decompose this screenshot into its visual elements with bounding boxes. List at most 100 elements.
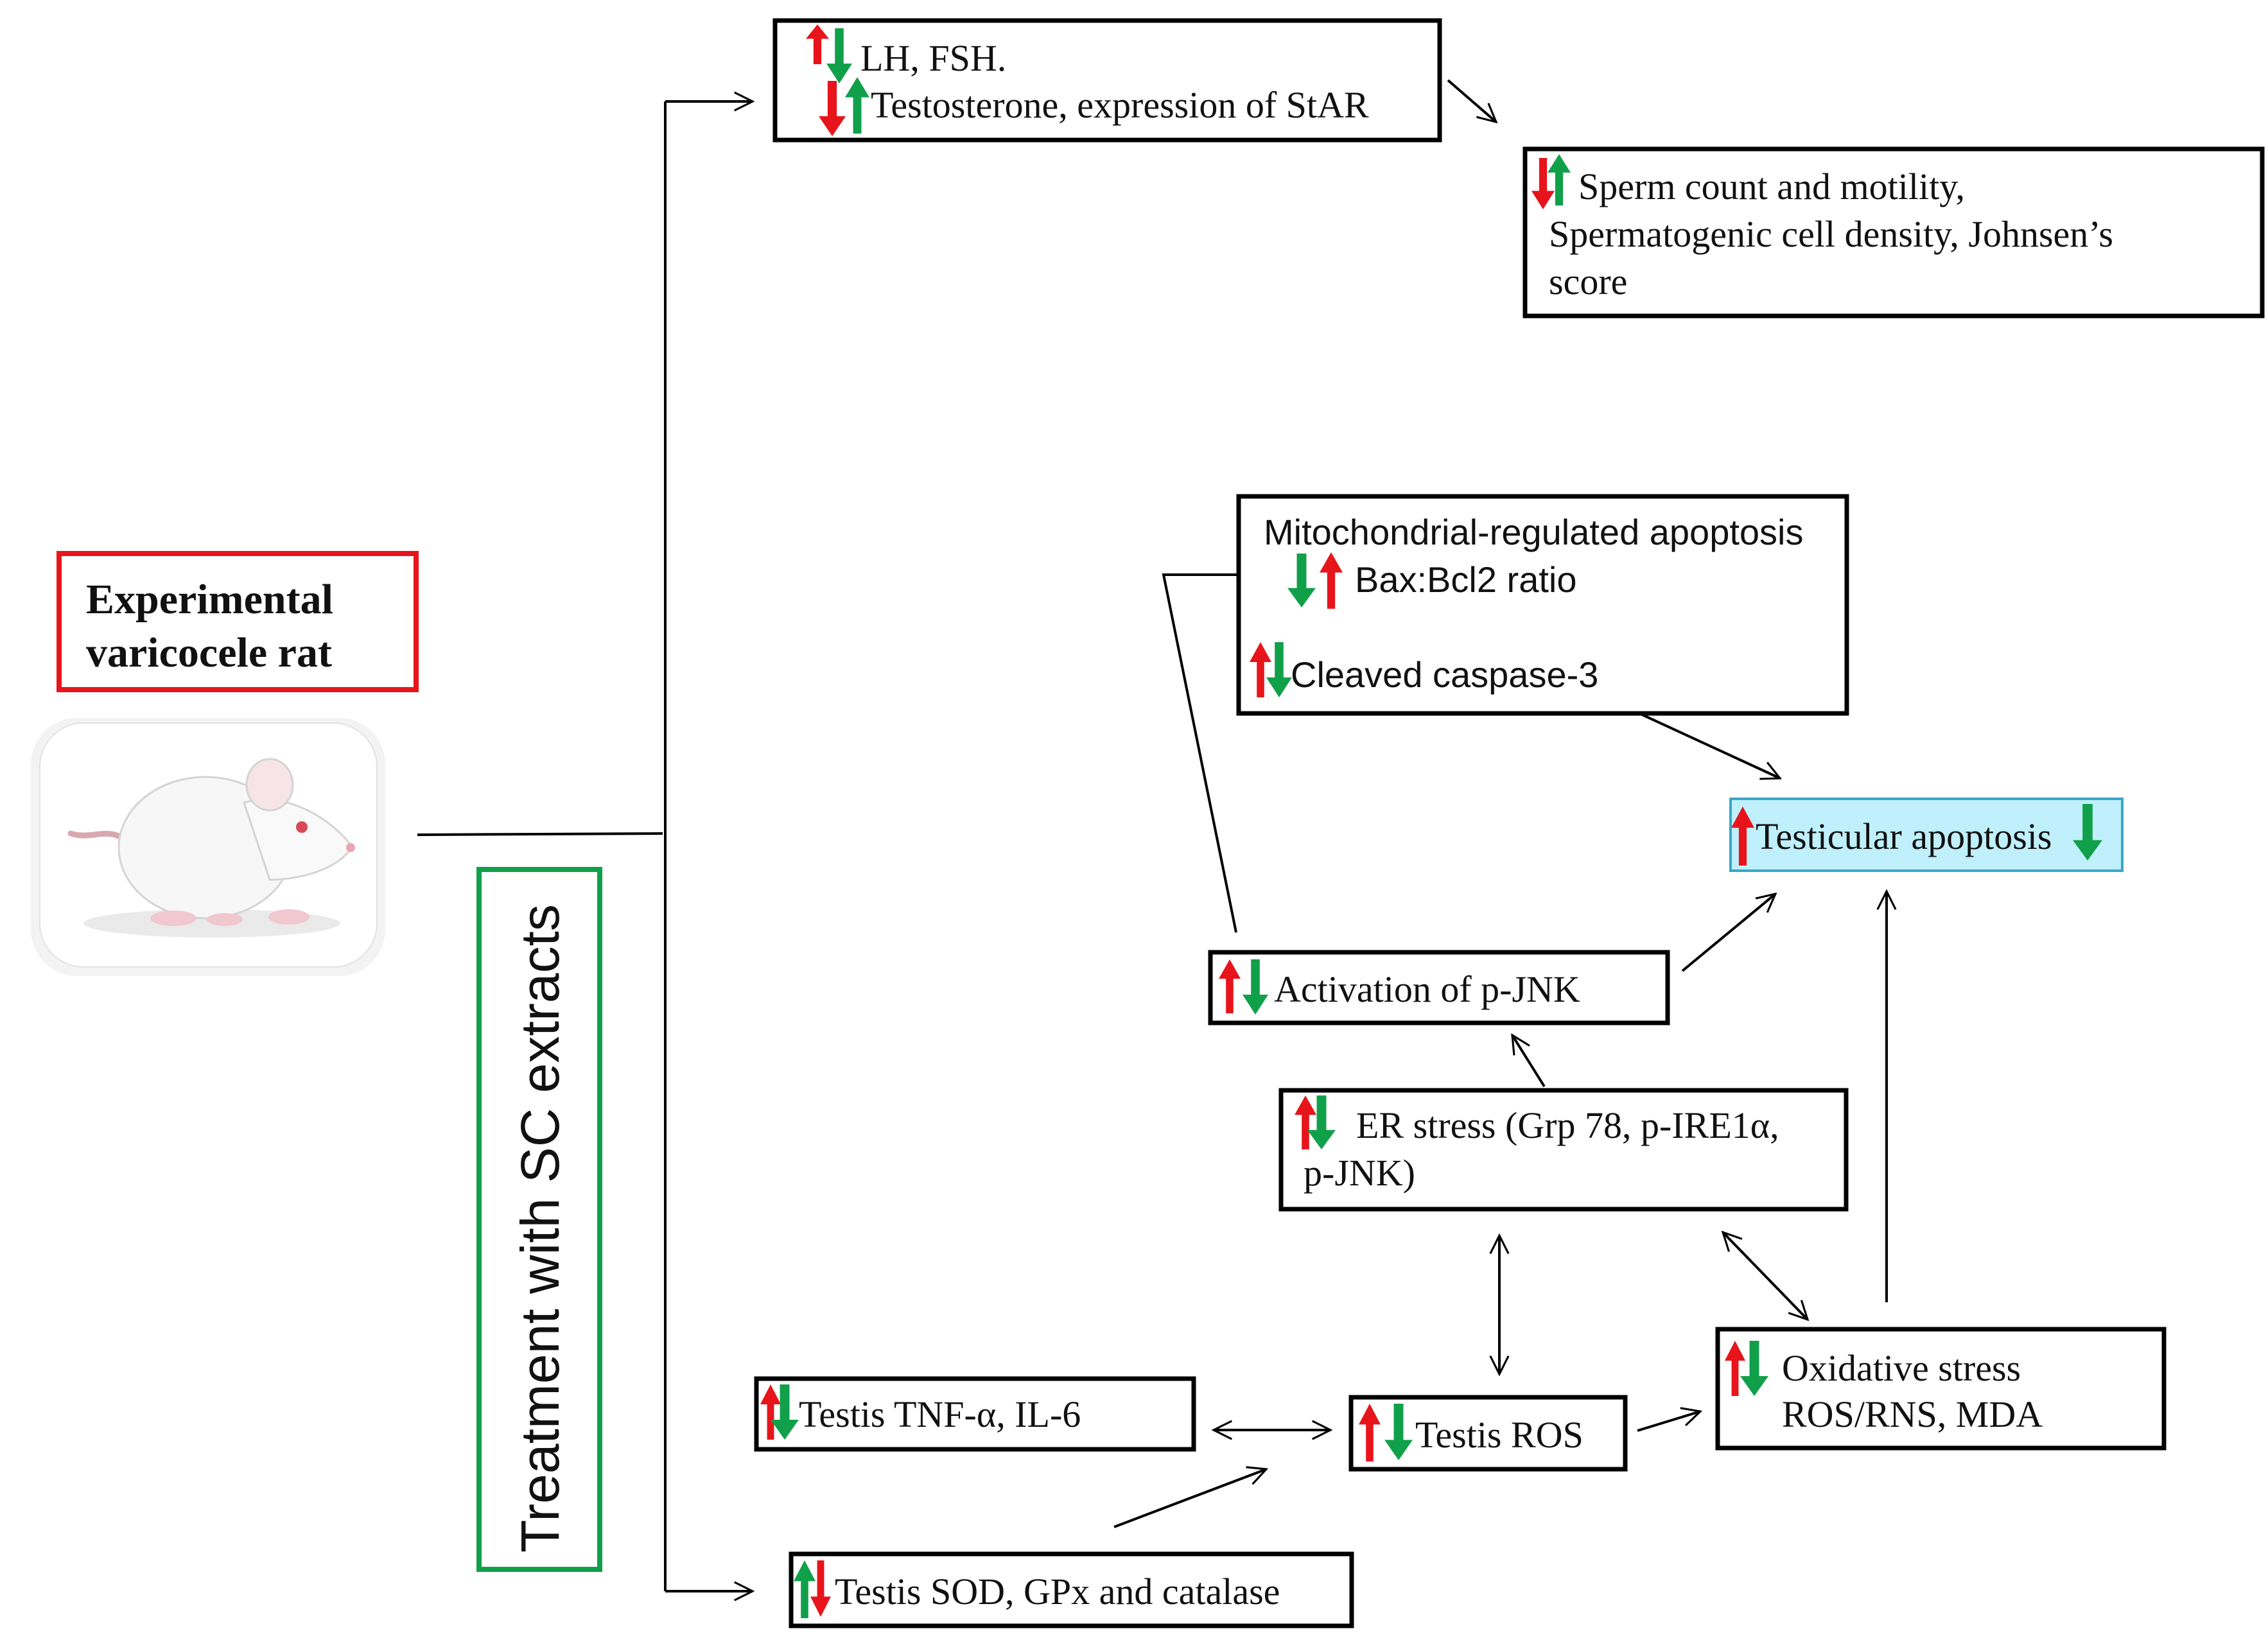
- tnf-box: [754, 1376, 1196, 1452]
- ros-label: Testis ROS: [1415, 1414, 1583, 1456]
- tnf-label: Testis TNF-α, IL-6: [799, 1393, 1081, 1435]
- rat-foot-back: [150, 911, 196, 926]
- arrow-shape: [1295, 1095, 1316, 1149]
- arrow-up-icon: [1320, 552, 1343, 609]
- arrow-up-icon: [794, 1560, 816, 1618]
- arrow-up-icon: [760, 1384, 781, 1440]
- rat-foot-mid: [207, 913, 243, 926]
- arrow-shape: [1359, 1404, 1381, 1461]
- sperm-node: Sperm count and motility, Spermatogenic …: [1522, 146, 2265, 318]
- arrow-up-icon: [1548, 154, 1571, 205]
- arrow-shape: [1320, 552, 1343, 609]
- er-line1: ER stress (Grp 78, p-IRE1α,: [1356, 1104, 1779, 1146]
- arrow-shape: [806, 24, 829, 64]
- arrow-shape: [1219, 959, 1241, 1013]
- rat-title-line2: varicocele rat: [86, 629, 332, 676]
- oxidative-line2: ROS/RNS, MDA: [1782, 1393, 2043, 1435]
- arrow-shape: [1266, 642, 1292, 697]
- jnk-to-apoptosis-arrow: [1681, 894, 1775, 972]
- arrow-shape: [810, 1560, 831, 1617]
- jnk-box: [1208, 950, 1670, 1025]
- arrow-shape: [826, 28, 852, 83]
- arrow-down-icon: [1307, 1095, 1336, 1149]
- arrow-shape: [794, 1560, 816, 1618]
- apoptosis-box: [1731, 799, 2122, 871]
- jnk-node: Activation of p-JNK: [1208, 950, 1670, 1025]
- arrow-down-icon: [1287, 554, 1316, 607]
- rat-foot-front: [268, 909, 310, 925]
- er-oxidative-double-arrow: [1723, 1232, 1808, 1320]
- oxidative-line1: Oxidative stress: [1782, 1347, 2021, 1389]
- jnk-to-mito-arrow: [1162, 575, 1257, 933]
- arrow-up-icon: [1731, 807, 1754, 866]
- rat-trunk-connector: [417, 832, 663, 836]
- arrow-down-icon: [1531, 158, 1555, 209]
- ros-node: Testis ROS: [1348, 1395, 1628, 1472]
- mito-node: Mitochondrial-regulated apoptosis Bax:Bc…: [1236, 494, 1849, 716]
- er-to-jnk-arrow: [1512, 1035, 1546, 1088]
- arrow-shape: [1731, 807, 1754, 866]
- arrow-shape: [1384, 1404, 1413, 1460]
- rat-title-line1: Experimental: [86, 576, 333, 623]
- sperm-line1: Sperm count and motility,: [1578, 166, 1965, 207]
- treatment-label: Treatment with SC extracts: [510, 904, 570, 1553]
- arrow-down-icon: [1384, 1404, 1413, 1460]
- hormones-node: LH, FSH. Testosterone, expression of StA…: [772, 18, 1442, 143]
- hormones-line2: Testosterone, expression of StAR: [871, 84, 1369, 126]
- rat-eye: [296, 821, 308, 833]
- sod-label: Testis SOD, GPx and catalase: [835, 1571, 1280, 1612]
- sperm-line2: Spermatogenic cell density, Johnsen’s: [1549, 213, 2113, 255]
- rat-title-box: [57, 551, 419, 692]
- sod-to-ros-arrow: [1113, 1469, 1266, 1528]
- er-node: ER stress (Grp 78, p-IRE1α, p-JNK): [1278, 1088, 1849, 1212]
- arrow-shape: [1740, 1341, 1768, 1396]
- arrow-down-icon: [819, 81, 846, 136]
- ros-to-oxidative-arrow: [1637, 1411, 1700, 1432]
- arrow-down-icon: [1740, 1341, 1768, 1396]
- hormones-to-sperm-arrow: [1447, 79, 1496, 122]
- arrow-up-icon: [1295, 1095, 1316, 1149]
- arrow-up-icon: [1219, 959, 1241, 1013]
- arrow-shape: [1243, 959, 1268, 1015]
- treatment-box: [476, 867, 602, 1572]
- sod-box: [789, 1551, 1354, 1628]
- mito-ratio: Bax:Bcl2 ratio: [1355, 559, 1577, 600]
- jnk-label: Activation of p-JNK: [1274, 968, 1580, 1010]
- er-line2: p-JNK): [1304, 1152, 1415, 1194]
- arrow-shape: [760, 1384, 781, 1440]
- treatment-panel: Treatment with SC extracts: [476, 867, 602, 1572]
- tnf-node: Testis TNF-α, IL-6: [754, 1376, 1196, 1452]
- connectors: [417, 79, 1887, 1591]
- sperm-line3: score: [1549, 261, 1627, 302]
- apoptosis-box-border: [1729, 798, 2124, 872]
- arrow-down-icon: [826, 28, 852, 83]
- arrow-shape: [1307, 1095, 1336, 1149]
- rat-icon: [31, 718, 385, 976]
- arrow-shape: [1548, 154, 1571, 205]
- rat-nose: [346, 843, 355, 852]
- arrow-shape: [771, 1384, 799, 1440]
- arrow-down-icon: [1243, 959, 1268, 1015]
- hormones-box: [772, 18, 1442, 143]
- arrow-up-icon: [1250, 642, 1271, 697]
- mito-box: [1236, 494, 1849, 716]
- arrow-down-icon: [771, 1384, 799, 1440]
- apoptosis-node: Testicular apoptosis: [1729, 798, 2124, 872]
- oxidative-node: Oxidative stress ROS/RNS, MDA: [1715, 1327, 2167, 1451]
- arrow-up-icon: [845, 77, 869, 134]
- er-box: [1278, 1088, 1849, 1212]
- arrow-down-icon: [2073, 804, 2102, 860]
- arrow-shape: [1250, 642, 1271, 697]
- mito-title: Mitochondrial-regulated apoptosis: [1264, 512, 1804, 552]
- arrow-shape: [845, 77, 869, 134]
- hormones-line1: LH, FSH.: [860, 37, 1006, 79]
- arrow-up-icon: [1725, 1341, 1745, 1396]
- mito-caspase: Cleaved caspase-3: [1291, 654, 1598, 695]
- rat-panel: Experimental varicocele rat: [31, 551, 419, 976]
- arrow-down-icon: [810, 1560, 831, 1617]
- rat-ear: [245, 758, 294, 812]
- sperm-box: [1522, 146, 2265, 318]
- arrow-shape: [2073, 804, 2102, 860]
- apoptosis-label: Testicular apoptosis: [1756, 816, 2052, 857]
